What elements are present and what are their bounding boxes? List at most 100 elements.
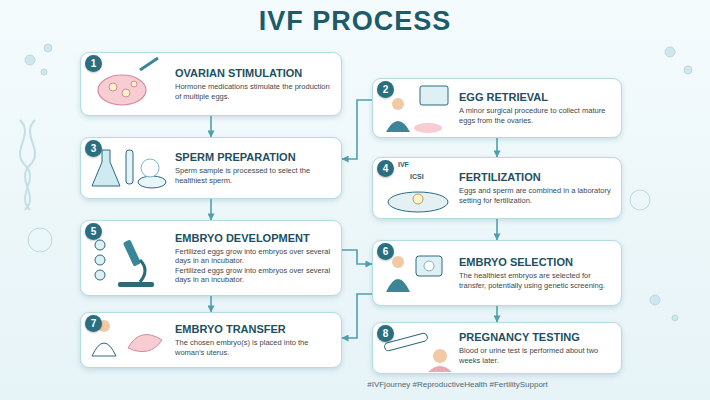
- card-heading: EMBRYO TRANSFER: [175, 323, 334, 336]
- egg-dot: [413, 194, 423, 204]
- petri-dish: [138, 176, 166, 188]
- cell-ring: [28, 228, 52, 252]
- microscope-base: [118, 282, 154, 287]
- card-text: SPERM PREPARATION Sperm sample is process…: [173, 138, 341, 198]
- molecule-dot: [650, 295, 660, 305]
- process-card: EMBRYO DEVELOPMENT Fertilized eggs grow i…: [80, 220, 342, 296]
- cell: [95, 270, 105, 280]
- molecule-dot: [665, 47, 675, 57]
- microscope-icon: [95, 240, 154, 287]
- flow-arrow: [342, 294, 372, 338]
- cell-ring: [630, 190, 650, 210]
- dna-strand: [25, 120, 35, 210]
- card-text: OVARIAN STIMULATION Hormone medications s…: [173, 53, 341, 115]
- card-body: Hormone medications stimulate the produc…: [175, 82, 334, 101]
- card-heading: EMBRYO SELECTION: [459, 256, 614, 269]
- monitor: [420, 86, 448, 105]
- flow-arrow: [210, 199, 212, 220]
- molecule-dot: [672, 315, 678, 321]
- icon-area: [81, 138, 173, 198]
- dna-strand: [20, 120, 30, 210]
- card-body: Fertilized eggs grow into embryos over s…: [175, 247, 334, 266]
- card-heading: EGG RETRIEVAL: [459, 91, 614, 104]
- petri-dish: [388, 192, 448, 212]
- ovary-shape: [98, 75, 146, 105]
- card-text: EGG RETRIEVAL A minor surgical procedure …: [457, 79, 621, 137]
- card-text: EMBRYO DEVELOPMENT Fertilized eggs grow i…: [173, 221, 341, 295]
- process-card: SPERM PREPARATION Sperm sample is process…: [80, 137, 342, 199]
- molecule-dot: [44, 44, 52, 52]
- icon-area: [373, 79, 457, 137]
- icon-area: [373, 241, 457, 305]
- card-body: The chosen embryo(s) is placed into the …: [175, 338, 334, 357]
- cell: [95, 240, 105, 250]
- molecule-dot: [684, 66, 692, 74]
- uterus: [128, 335, 162, 352]
- process-card: OVARIAN STIMULATION Hormone medications s…: [80, 52, 342, 116]
- person-face: [433, 349, 447, 363]
- patient: [414, 123, 442, 133]
- card-text: EMBRYO TRANSFER The chosen embryo(s) is p…: [173, 313, 341, 367]
- test-icon: [384, 332, 452, 372]
- selection-icon: [386, 256, 442, 292]
- card-body: Blood or urine test is performed about t…: [459, 346, 614, 365]
- cell: [95, 255, 105, 265]
- card-body: The healthiest embryos are selected for …: [459, 271, 614, 290]
- diagram-title: IVF PROCESS: [0, 6, 710, 37]
- card-body: A minor surgical procedure to collect ma…: [459, 106, 614, 125]
- process-card: EMBRYO TRANSFER The chosen embryo(s) is p…: [80, 312, 342, 368]
- card-body: Sperm sample is processed to select the …: [175, 166, 334, 185]
- flask: [92, 150, 120, 186]
- egg-dot: [131, 81, 137, 87]
- sperm-bubble: [141, 159, 159, 177]
- microscope-arm: [140, 260, 145, 282]
- flow-arrow: [342, 100, 372, 159]
- icon-area: [373, 323, 457, 373]
- process-card: PREGNANCY TESTING Blood or urine test is …: [372, 322, 622, 374]
- flow-arrow: [496, 306, 498, 322]
- flow-arrow: [210, 296, 212, 312]
- egg-dot: [109, 83, 117, 91]
- test-tube: [126, 150, 133, 184]
- icon-area: [81, 53, 173, 115]
- ovary-icon: [98, 58, 158, 105]
- card-text: EMBRYO SELECTION The healthiest embryos a…: [457, 241, 621, 305]
- hashtag-footer: #IVFjourney #ReproductiveHealth #Fertili…: [325, 380, 590, 389]
- card-heading: EMBRYO DEVELOPMENT: [175, 232, 334, 245]
- flow-arrow: [342, 250, 372, 264]
- flow-arrow: [496, 219, 498, 240]
- molecule-dot: [25, 55, 35, 65]
- process-card: EGG RETRIEVAL A minor surgical procedure …: [372, 78, 622, 138]
- card-text: FERTILIZATION Eggs and sperm are combined…: [457, 158, 621, 218]
- card-body: Eggs and sperm are combined in a laborat…: [459, 186, 614, 205]
- card-heading: FERTILIZATION: [459, 171, 614, 184]
- test-stick: [384, 332, 429, 351]
- sperm-icon: [92, 150, 166, 188]
- card-heading: OVARIAN STIMULATION: [175, 67, 334, 80]
- icon-area: [81, 221, 173, 295]
- flow-arrow: [496, 138, 498, 157]
- syringe: [140, 58, 158, 70]
- process-card: FERTILIZATION Eggs and sperm are combined…: [372, 157, 622, 219]
- scientist-body: [386, 279, 410, 292]
- retrieval-icon: [386, 86, 448, 133]
- transfer-icon: [92, 320, 162, 356]
- scientist-head: [392, 256, 404, 268]
- doctor-body: [386, 121, 410, 132]
- doctor-body: [92, 343, 116, 356]
- icon-area: [81, 313, 173, 367]
- card-text: PREGNANCY TESTING Blood or urine test is …: [457, 323, 621, 373]
- icon-area: [373, 158, 457, 218]
- process-card: EMBRYO SELECTION The healthiest embryos a…: [372, 240, 622, 306]
- person-body: [428, 366, 452, 372]
- egg-dot: [122, 89, 130, 97]
- molecule: [25, 44, 692, 321]
- card-heading: SPERM PREPARATION: [175, 151, 334, 164]
- fertilization-icon: [388, 192, 448, 212]
- flow-arrow: [210, 116, 212, 137]
- card-heading: PREGNANCY TESTING: [459, 331, 614, 344]
- embryo: [424, 261, 434, 271]
- doctor-head: [98, 320, 110, 332]
